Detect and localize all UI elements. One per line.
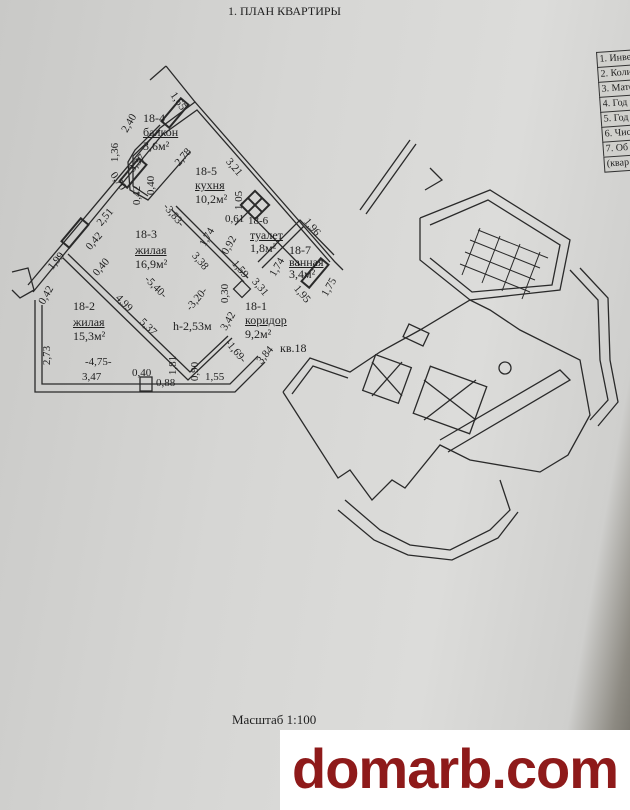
room-18-6-area: 1,8м²: [250, 241, 277, 255]
room-18-5-name: кухня: [195, 178, 225, 192]
room-18-4-name: балкон: [143, 125, 179, 139]
dimension: 0,30: [219, 283, 232, 304]
dimension: 2,73: [41, 345, 54, 366]
scale-label: Масштаб 1:100: [232, 712, 317, 727]
dimension: 1,81: [167, 355, 180, 376]
dimension: 0,40: [145, 175, 158, 196]
dimension: 0,88: [156, 377, 176, 389]
plan-title: 1. ПЛАН КВАРТИРЫ: [228, 4, 342, 18]
room-18-3-id: 18-3: [135, 227, 157, 241]
dimension: 0,42: [131, 185, 144, 206]
room-18-2-area: 15,3м²: [73, 329, 106, 343]
table-row: 7. Об: [602, 138, 630, 157]
room-18-1-name: коридор: [245, 313, 287, 327]
dimension: -4,75-: [85, 356, 112, 368]
room-18-1-id: 18-1: [245, 299, 267, 313]
apartment-number: кв.18: [280, 341, 307, 355]
room-18-2-id: 18-2: [73, 299, 95, 313]
apartment-walls: [11, 65, 344, 393]
watermark: domarb.com: [280, 730, 630, 810]
dimension: 0,90: [189, 361, 202, 382]
room-18-3-name: жилая: [135, 243, 167, 257]
table-row: 4. Год п: [599, 94, 630, 112]
room-18-7-area: 3,4м²: [289, 267, 316, 281]
table-row: 5. Год: [600, 109, 630, 127]
dimension: 0,61: [225, 213, 245, 225]
ceiling-height: h-2,53м: [173, 319, 212, 333]
dimension: 1,05: [233, 190, 246, 211]
table-row: 2. Колич: [597, 64, 630, 82]
dimension: 1,36: [109, 142, 122, 163]
dimension: 3,47: [82, 371, 102, 383]
room-18-4-area: 3,6м²: [143, 139, 170, 153]
room-18-4-id: 18-4: [143, 111, 165, 125]
building-walls: [282, 139, 619, 561]
room-18-1-area: 9,2м²: [245, 327, 272, 341]
room-18-6-name: туалет: [250, 228, 283, 242]
room-18-7-id: 18-7: [289, 243, 311, 257]
room-18-3-area: 16,9м²: [135, 257, 168, 271]
dimension: 0,40: [132, 367, 152, 379]
watermark-text: domarb.com: [292, 737, 619, 800]
room-18-5-area: 10,2м²: [195, 192, 228, 206]
table-row: 6. Числ: [601, 124, 630, 142]
table-row: 1. Инвен: [596, 49, 630, 67]
table-row: (квар: [603, 153, 630, 173]
table-row: 3. Матер: [598, 79, 630, 97]
dimension: 1,55: [205, 371, 225, 383]
room-18-6-id: 18-6: [248, 215, 269, 227]
room-18-2-name: жилая: [73, 315, 105, 329]
room-18-7-name: ванная: [289, 255, 324, 269]
room-18-5-id: 18-5: [195, 164, 217, 178]
